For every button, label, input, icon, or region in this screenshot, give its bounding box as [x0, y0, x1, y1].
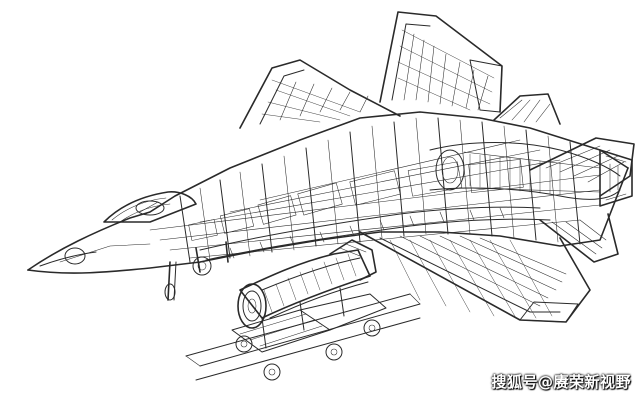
- internal-frames: [149, 117, 601, 263]
- watermark-text: 搜狐号@赓荣新视野: [491, 373, 631, 391]
- port-wing: [239, 59, 401, 129]
- starboard-wing: [359, 231, 591, 323]
- engine-bay: [429, 142, 633, 207]
- engine-on-cart: [185, 239, 421, 381]
- landing-gear: [164, 241, 229, 301]
- vertical-tails: [379, 11, 561, 125]
- horizontal-stabilizer: [529, 137, 635, 263]
